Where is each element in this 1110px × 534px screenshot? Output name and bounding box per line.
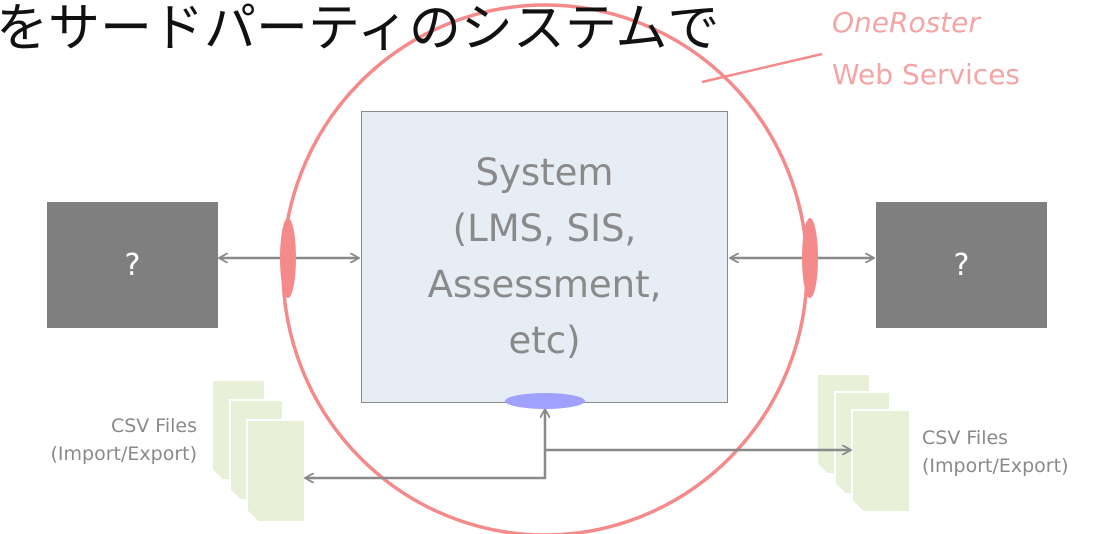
system-line-3: Assessment, [427, 263, 662, 306]
csv-right-line-1: CSV Files [922, 427, 1009, 449]
csv-left-arrow [306, 450, 547, 478]
csv-files-left-icon [211, 379, 306, 523]
csv-files-right-label: CSV Files (Import/Export) [922, 424, 1068, 480]
right-service-endpoint [802, 218, 818, 298]
system-line-2: (LMS, SIS, [452, 207, 637, 250]
csv-left-line-2: (Import/Export) [50, 443, 197, 465]
system-line-1: System [475, 151, 614, 194]
oneroster-label: OneRoster [832, 6, 980, 39]
csv-right-line-2: (Import/Export) [922, 455, 1069, 477]
system-box: System (LMS, SIS, Assessment, etc) [361, 111, 728, 403]
page-heading: をサードパーティのシステムで [0, 0, 720, 59]
left-external-system-label: ? [124, 247, 141, 283]
csv-left-line-1: CSV Files [110, 415, 197, 437]
csv-files-right-icon [816, 373, 911, 513]
system-line-4: etc) [508, 319, 581, 362]
web-services-label: Web Services [832, 58, 1021, 91]
right-external-system: ? [876, 202, 1047, 328]
right-external-system-label: ? [953, 247, 970, 283]
label-leader-line [701, 52, 823, 84]
csv-files-left-label: CSV Files (Import/Export) [51, 412, 197, 468]
left-service-endpoint [280, 218, 296, 298]
left-external-system: ? [47, 202, 218, 328]
